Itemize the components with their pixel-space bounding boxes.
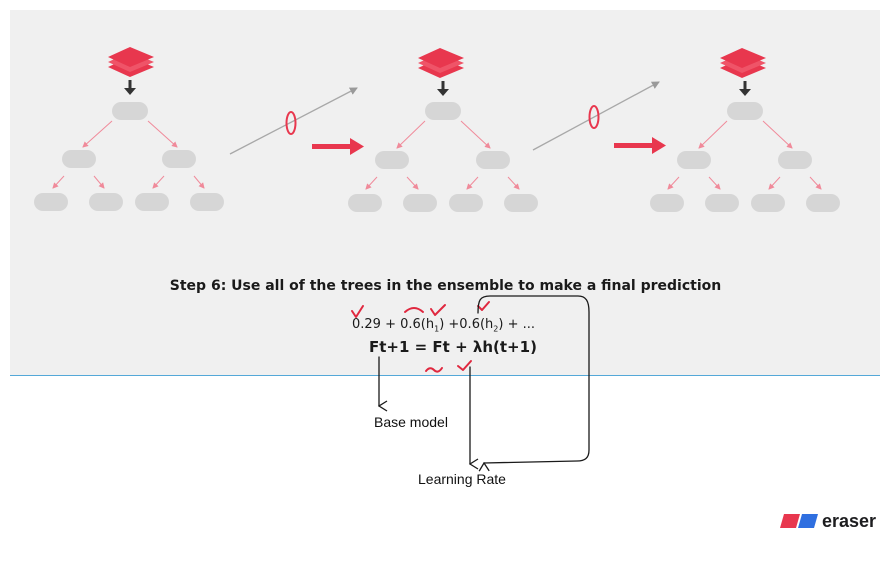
edge-left-left (52, 175, 65, 189)
next-tree-arrow-2 (614, 137, 666, 154)
edge-root-left (698, 120, 728, 149)
data-stack-icon (418, 48, 464, 78)
check-mark (477, 301, 490, 311)
leaf-node (403, 194, 437, 212)
equation-subscript: 2 (493, 324, 499, 334)
update-rule-equation: Ft+1 = Ft + λh(t+1) (369, 338, 537, 356)
edge-root-left (396, 120, 426, 149)
slide-bottom-divider (10, 375, 880, 376)
root-node (727, 102, 763, 120)
equation-subscript: 1 (434, 324, 440, 334)
data-stack-icon (108, 47, 154, 77)
ensemble-equation: 0.29 + 0.6(h1) +0.6(h2) + ... (352, 317, 535, 334)
edge-root-right (762, 120, 793, 149)
check-mark (430, 304, 446, 316)
internal-node-right (162, 150, 196, 168)
next-tree-arrow-1 (312, 138, 364, 155)
leaf-node (751, 194, 785, 212)
check-mark (457, 360, 472, 371)
check-mark (351, 305, 364, 318)
leaf-node (34, 193, 68, 211)
edge-right-right (193, 175, 205, 189)
arc-mark (404, 307, 424, 313)
tree-2 (348, 48, 538, 212)
eraser-logo-icon (780, 514, 818, 528)
down-arrow-icon (739, 81, 751, 96)
equation-term: 0.29 + 0.6(h (352, 317, 435, 332)
internal-node-right (778, 151, 812, 169)
edge-left-right (406, 176, 419, 190)
leaf-node (705, 194, 739, 212)
step-title: Step 6: Use all of the trees in the ense… (169, 278, 722, 294)
edge-right-right (809, 176, 822, 190)
internal-node-left (375, 151, 409, 169)
residual-arrow-1 (229, 87, 358, 155)
edge-root-right (460, 120, 491, 149)
residual-arrow-2 (532, 81, 660, 151)
edge-root-left (82, 120, 113, 148)
edge-left-right (708, 176, 721, 190)
leaf-node (190, 193, 224, 211)
data-stack-icon (720, 48, 766, 78)
tree-3 (650, 48, 840, 212)
internal-node-left (677, 151, 711, 169)
edge-right-left (768, 176, 781, 190)
leaf-node (650, 194, 684, 212)
equation-term: ) + ... (498, 317, 536, 332)
residual-swirl-icon-2 (588, 105, 600, 129)
residual-swirl-icon-1 (285, 111, 297, 135)
leaf-node (806, 194, 840, 212)
leaf-node (449, 194, 483, 212)
root-node (425, 102, 461, 120)
leaf-node (504, 194, 538, 212)
red-check-marks (351, 301, 490, 373)
learning-rate-label: Learning Rate (418, 471, 506, 487)
leaf-node (135, 193, 169, 211)
edge-left-left (667, 176, 680, 190)
eraser-brand-name: eraser (822, 510, 877, 531)
down-arrow-icon (437, 81, 449, 96)
edge-left-right (93, 175, 105, 189)
eraser-brand[interactable]: eraser (780, 511, 876, 531)
base-model-label: Base model (374, 414, 448, 430)
equation-term: ) +0.6(h (439, 317, 494, 332)
edge-root-right (147, 120, 178, 148)
internal-node-right (476, 151, 510, 169)
edge-left-left (365, 176, 378, 190)
leaf-node (89, 193, 123, 211)
internal-node-left (62, 150, 96, 168)
edge-right-right (507, 176, 520, 190)
root-node (112, 102, 148, 120)
edge-right-left (466, 176, 479, 190)
tree-1 (34, 47, 224, 211)
down-arrow-icon (124, 80, 136, 95)
ink-annotations (379, 295, 590, 464)
leaf-node (348, 194, 382, 212)
learning-rate-loop-arrow (477, 295, 590, 463)
tilde-mark (425, 367, 443, 373)
edge-right-left (152, 175, 165, 189)
